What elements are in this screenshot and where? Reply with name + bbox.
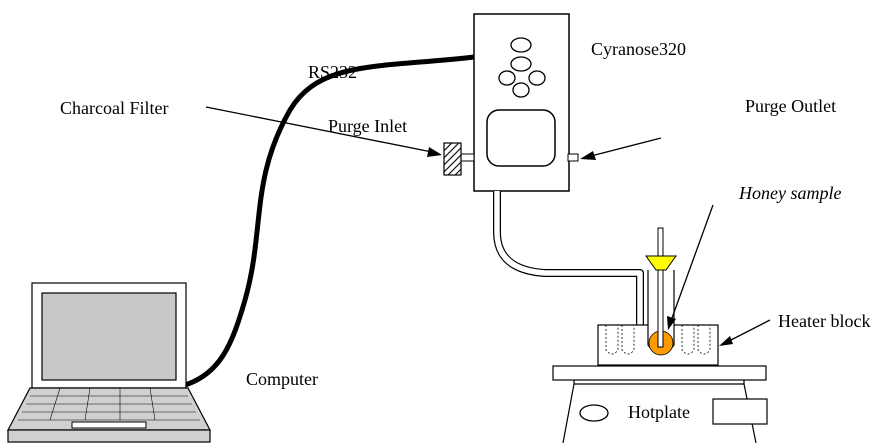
label-computer: Computer (246, 369, 318, 389)
callout-arrows (205, 106, 771, 346)
computer-icon (7, 282, 211, 443)
cyranose-device (460, 13, 579, 192)
label-rs232: RS232 (308, 62, 357, 82)
label-purge-outlet: Purge Outlet (745, 96, 836, 116)
label-charcoal-filter: Charcoal Filter (60, 98, 168, 118)
label-cyranose320: Cyranose320 (591, 39, 686, 59)
sample-vial (645, 255, 677, 356)
label-honey-sample: Honey sample (738, 183, 841, 203)
funnel-icon (645, 255, 677, 271)
label-purge-inlet: Purge Inlet (328, 116, 407, 136)
hotplate (552, 365, 768, 443)
label-heater-block: Heater block (778, 311, 870, 331)
label-hotplate: Hotplate (628, 402, 690, 422)
rs232-cable (181, 54, 475, 389)
charcoal-filter-icon (443, 142, 462, 176)
